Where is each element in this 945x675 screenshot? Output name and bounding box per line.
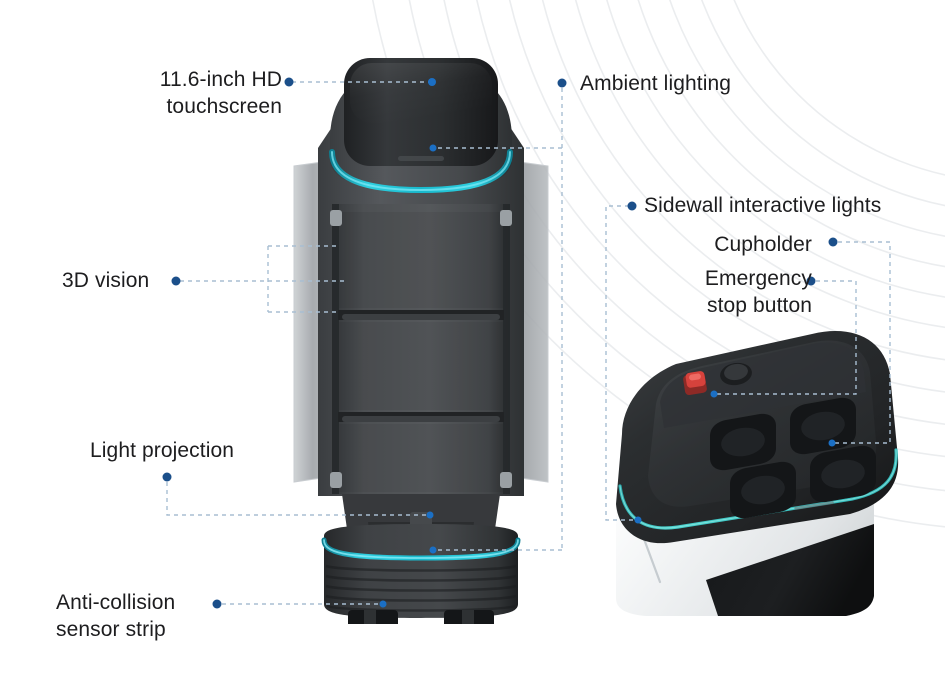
dot-cupholder [828, 237, 838, 247]
dot-sidewall-lights [627, 201, 637, 211]
shelf-divider-2 [338, 412, 504, 422]
robot-right-illustration [616, 331, 899, 616]
dot-3d-vision [171, 276, 181, 286]
anti-collision-sensor-strip [325, 564, 517, 612]
callout-label-3d-vision: 3D vision [62, 269, 150, 292]
callout-label-emergency-stop: Emergency stop button [704, 267, 812, 317]
callout-label-touchscreen: 11.6-inch HD touchscreen [159, 68, 282, 118]
shelf-divider-1 [338, 310, 504, 320]
robot-base [321, 524, 521, 624]
robot-wheels [348, 610, 494, 624]
speaker-grille [398, 156, 444, 161]
dot-anti-collision [212, 599, 222, 609]
robot-shelf-column [332, 204, 510, 494]
screen-glare [350, 63, 492, 123]
robot-dark-skirt [706, 524, 874, 616]
callout-label-ambient-lighting: Ambient lighting [580, 72, 732, 95]
callout-label-cupholder: Cupholder [714, 233, 812, 256]
callout-label-light-projection: Light projection [90, 439, 235, 462]
callout-label-sidewall-lights: Sidewall interactive lights [644, 194, 882, 217]
robot-left-illustration [293, 58, 549, 624]
callout-label-anti-collision: Anti-collision sensor strip [56, 591, 176, 641]
dot-light-projection [162, 472, 172, 482]
